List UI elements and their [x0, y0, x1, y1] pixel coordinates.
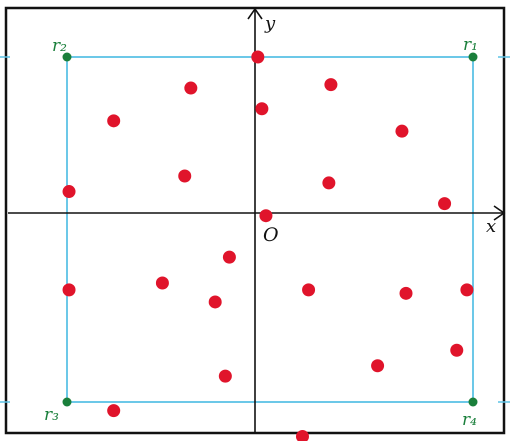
sample-point	[438, 197, 452, 211]
x-axis-arrow-icon	[493, 205, 506, 221]
sample-point	[62, 283, 76, 297]
sample-point	[371, 359, 385, 373]
y-axis-arrow-icon	[247, 7, 263, 20]
sample-point	[395, 124, 409, 138]
sample-point	[302, 283, 316, 297]
sampling-rectangle	[66, 56, 474, 403]
sample-point	[155, 276, 169, 290]
corner-r3-label: r₃	[44, 405, 59, 425]
sample-point	[222, 250, 236, 264]
sample-point	[184, 81, 198, 95]
sample-point	[208, 295, 222, 309]
sample-point	[322, 176, 336, 190]
corner-r3-marker	[62, 397, 72, 407]
y-axis-label: y	[264, 13, 276, 34]
sample-point	[259, 209, 273, 223]
sample-point	[218, 369, 232, 383]
corner-r4-label: r₄	[462, 410, 477, 430]
sample-point	[460, 283, 474, 297]
corner-r1-label: r₁	[463, 35, 478, 55]
x-axis-label: x	[486, 216, 496, 237]
sample-point	[107, 114, 121, 128]
corner-r2-label: r₂	[52, 36, 67, 56]
sample-point	[399, 286, 413, 300]
sample-point	[107, 404, 121, 418]
corner-r2-marker	[62, 52, 72, 62]
sample-point	[251, 50, 265, 64]
corner-r4-marker	[468, 397, 478, 407]
sample-point	[62, 185, 76, 199]
points-layer	[62, 50, 474, 441]
sample-point	[295, 430, 309, 441]
sample-point	[450, 343, 464, 357]
origin-label: O	[263, 224, 279, 246]
sample-point	[324, 78, 338, 92]
sample-point	[255, 102, 269, 116]
sample-point	[178, 169, 192, 183]
corner-r1-marker	[468, 52, 478, 62]
